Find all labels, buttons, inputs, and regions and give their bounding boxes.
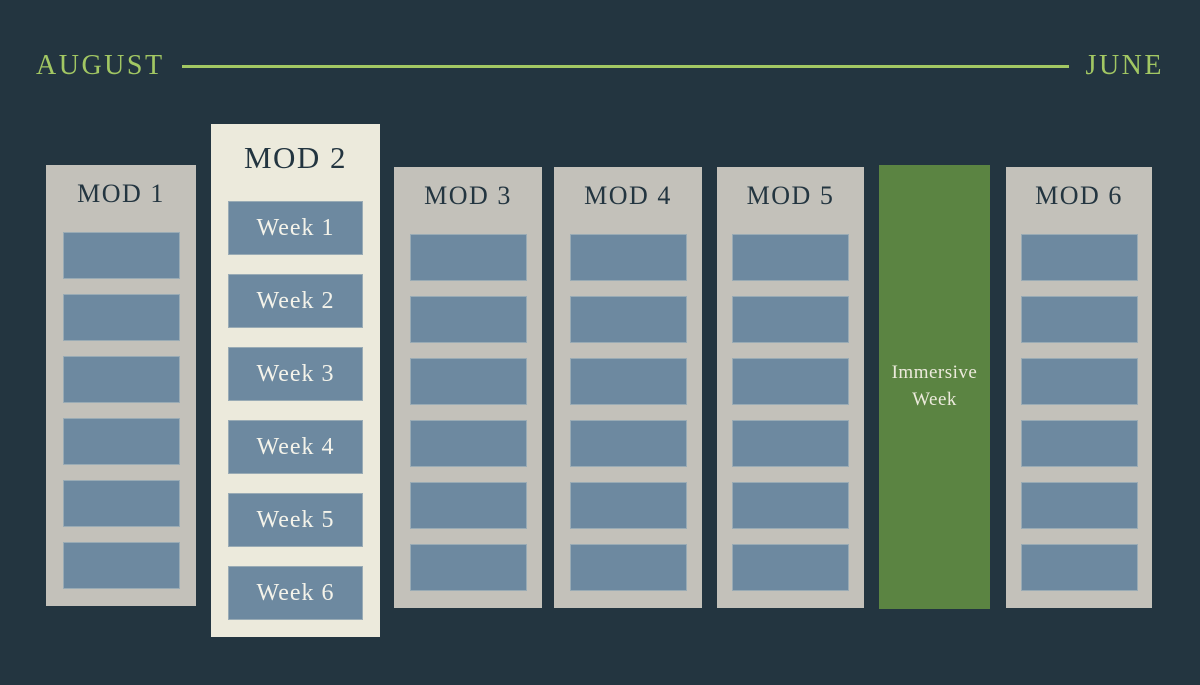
week-block-4: Week 4: [228, 420, 363, 474]
week-block: [1020, 420, 1138, 467]
week-block: [1020, 482, 1138, 529]
week-block: [409, 544, 527, 591]
column-title-mod-4: MOD 4: [584, 181, 672, 210]
week-block: [62, 542, 180, 589]
week-block: [409, 358, 527, 405]
week-block: [732, 296, 849, 343]
week-block-2: Week 2: [228, 274, 363, 328]
week-block: [409, 296, 527, 343]
week-block: [1020, 544, 1138, 591]
column-mod-2: MOD 2 Week 1 Week 2 Week 3 Week 4 Week 5…: [211, 124, 380, 637]
week-block: [409, 482, 527, 529]
week-block-6: Week 6: [228, 566, 363, 620]
column-title-mod-6: MOD 6: [1035, 181, 1123, 210]
column-title-mod-5: MOD 5: [746, 181, 835, 210]
week-block-5: Week 5: [228, 493, 363, 547]
column-title-mod-3: MOD 3: [424, 181, 512, 210]
week-block-list: [569, 234, 687, 591]
column-mod-1: MOD 1: [46, 165, 196, 606]
week-block-1: Week 1: [228, 201, 363, 255]
week-block: [732, 234, 849, 281]
week-block: [732, 544, 849, 591]
week-block: [1020, 296, 1138, 343]
immersive-week-label: Immersive Week: [891, 362, 978, 410]
week-block: [569, 358, 687, 405]
week-block: [62, 232, 180, 279]
timeline-header: AUGUST JUNE: [36, 49, 1164, 83]
column-mod-5: MOD 5: [717, 167, 864, 608]
week-block: [62, 294, 180, 341]
timeline-start-label: AUGUST: [36, 50, 165, 81]
week-block: [569, 420, 687, 467]
timeline-end-label: JUNE: [1085, 50, 1164, 81]
week-block: [62, 418, 180, 465]
week-block-list: [732, 234, 849, 591]
column-immersive-week: Immersive Week: [879, 165, 990, 609]
week-block: [732, 358, 849, 405]
column-title-mod-2: MOD 2: [243, 140, 348, 175]
week-block: [62, 356, 180, 403]
week-block: [732, 482, 849, 529]
column-title-mod-1: MOD 1: [77, 179, 165, 208]
week-block-list: [1020, 234, 1138, 591]
week-block: [409, 234, 527, 281]
week-block: [1020, 234, 1138, 281]
column-mod-3: MOD 3: [394, 167, 542, 608]
week-block-list: [62, 232, 180, 589]
week-block: [569, 234, 687, 281]
week-block: [409, 420, 527, 467]
column-mod-4: MOD 4: [554, 167, 702, 608]
week-block: [569, 296, 687, 343]
timeline-line: [181, 64, 1069, 68]
week-block-list: Week 1 Week 2 Week 3 Week 4 Week 5 Week …: [228, 201, 363, 620]
week-block: [1020, 358, 1138, 405]
week-block: [569, 482, 687, 529]
week-block-3: Week 3: [228, 347, 363, 401]
column-mod-6: MOD 6: [1006, 167, 1152, 608]
week-block-list: [409, 234, 527, 591]
week-block: [732, 420, 849, 467]
week-block: [569, 544, 687, 591]
week-block: [62, 480, 180, 527]
